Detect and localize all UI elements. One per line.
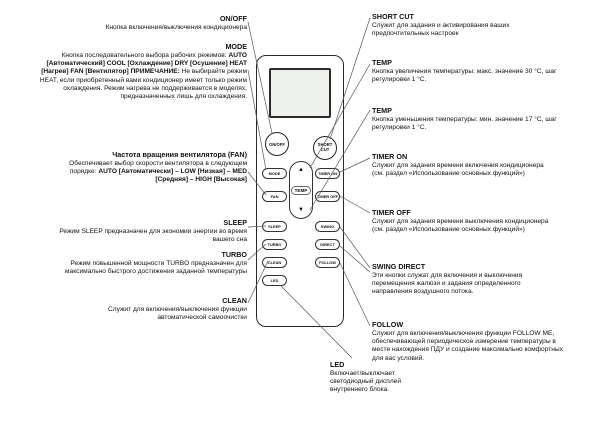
callout-swing-direct: SWING DIRECT Эти кнопки служат для включ… xyxy=(372,262,562,297)
timer-on-button-label: TIMER ON xyxy=(317,171,338,176)
callout-shortcut: SHORT CUT Служит для задания и активиров… xyxy=(372,12,564,38)
callout-body: Служит для включения/выключения функции … xyxy=(108,306,247,322)
remote-display xyxy=(269,68,331,118)
callout-temp-up: TEMP Кнопка увеличения температуры: макс… xyxy=(372,58,564,84)
callout-body: Кнопка уменьшения температуры: мин. знач… xyxy=(372,116,557,132)
mode-note-text: Не выбирайте режим HEAT, если приобретен… xyxy=(39,68,247,101)
swing-button: SWING xyxy=(315,221,340,232)
fan-button-label: FAN xyxy=(270,194,279,199)
callout-temp-down: TEMP Кнопка уменьшения температуры: мин.… xyxy=(372,106,564,132)
shortcut-button: SHORT CUT xyxy=(313,136,337,160)
sleep-button: SLEEP xyxy=(262,221,287,232)
callout-title: TIMER OFF xyxy=(372,208,411,217)
callout-title: TEMP xyxy=(372,106,392,115)
sleep-button-label: SLEEP xyxy=(268,224,281,229)
follow-button-label: FOLLOW xyxy=(319,260,336,265)
callout-title: SHORT CUT xyxy=(372,12,414,21)
callout-body: Служит для включения/выключения функции … xyxy=(372,330,563,362)
callout-body: Режим SLEEP предназначен для экономии эн… xyxy=(59,228,247,244)
callout-mode: MODE Кнопка последовательного выбора раб… xyxy=(35,42,247,101)
leader-line-timer-on xyxy=(339,157,371,173)
callout-clean: CLEAN Служит для включения/выключения фу… xyxy=(62,296,247,322)
callout-body: Служит для задания времени включения кон… xyxy=(372,162,544,178)
fan-body-intro: Обеспечивает выбор скорости вентилятора … xyxy=(69,160,247,176)
callout-body: Обеспечивает выбор скорости вентилятора … xyxy=(42,160,247,185)
callout-title: TIMER ON xyxy=(372,152,408,161)
mode-button: MODE xyxy=(262,168,287,179)
callout-title: SWING DIRECT xyxy=(372,262,426,271)
callout-title: CLEAN xyxy=(222,296,247,305)
swing-button-label: SWING xyxy=(320,224,335,229)
temp-label: TEMP xyxy=(290,185,312,195)
turbo-button-label: TURBO xyxy=(267,242,282,247)
temp-rocker: ▲ TEMP ▼ xyxy=(289,161,313,219)
fan-button: FAN xyxy=(262,191,287,202)
callout-title: FOLLOW xyxy=(372,320,404,329)
callout-onoff: ON/OFF Кнопка включения/выключения конди… xyxy=(47,14,247,32)
leader-line-swing xyxy=(339,226,371,269)
onoff-button-label: ON/OFF xyxy=(269,141,285,147)
shortcut-button-label: SHORT CUT xyxy=(317,142,333,152)
callout-timer-off: TIMER OFF Служит для задания времени вык… xyxy=(372,208,557,234)
fan-body-speeds: AUTO [Автоматически] – LOW [Низкая] – ME… xyxy=(98,168,247,184)
mode-note-label: ПРИМЕЧАНИЕ: xyxy=(130,68,180,76)
callout-body: Служит для задания времени выключения ко… xyxy=(372,218,549,234)
callout-title: TURBO xyxy=(221,250,247,259)
callout-follow: FOLLOW Служит для включения/выключения ф… xyxy=(372,320,567,363)
mode-button-label: MODE xyxy=(268,171,281,176)
led-button-label: LED xyxy=(270,278,279,283)
mode-body-intro: Кнопка последовательного выбора рабочих … xyxy=(61,52,227,59)
callout-fan: Частота вращения вентилятора (FAN) Обесп… xyxy=(42,150,247,185)
onoff-button: ON/OFF xyxy=(265,132,289,156)
callout-body: Служит для задания и активирования ваших… xyxy=(372,22,510,38)
callout-body: Режим повышенной мощности TURBO предназн… xyxy=(65,260,247,276)
callout-title: Частота вращения вентилятора (FAN) xyxy=(112,150,247,159)
callout-body: Включает/выключает светодиодный дисплей … xyxy=(330,370,402,394)
leader-line-direct xyxy=(339,245,371,273)
callout-led: LED Включает/выключает светодиодный дисп… xyxy=(330,360,402,395)
temp-down-icon: ▼ xyxy=(298,207,304,213)
callout-turbo: TURBO Режим повышенной мощности TURBO пр… xyxy=(35,250,247,276)
direct-button: DIRECT xyxy=(315,239,340,250)
mode-body-modes: AUTO [Автоматический] COOL [Охлаждение] … xyxy=(41,52,247,76)
direct-button-label: DIRECT xyxy=(320,242,335,247)
callout-title: LED xyxy=(330,360,345,369)
callout-title: MODE xyxy=(225,42,247,51)
timer-off-button-label: TIMER OFF xyxy=(317,194,338,199)
remote-control: ON/OFF SHORT CUT ▲ TEMP ▼ MODE TIMER ON … xyxy=(256,55,344,327)
leader-line-follow xyxy=(339,262,371,327)
callout-title: TEMP xyxy=(372,58,392,67)
callout-body: Эти кнопки служат для включения и выключ… xyxy=(372,272,523,296)
callout-body: Кнопка включения/выключения кондиционера xyxy=(105,24,247,31)
callout-body: Кнопка увеличения температуры: макс. зна… xyxy=(372,68,557,84)
turbo-button: TURBO xyxy=(262,239,287,250)
callout-title: ON/OFF xyxy=(219,14,247,23)
callout-title: SLEEP xyxy=(223,218,247,227)
follow-button: FOLLOW xyxy=(315,257,340,268)
timer-on-button: TIMER ON xyxy=(315,168,340,179)
callout-body: Кнопка последовательного выбора рабочих … xyxy=(35,52,247,101)
timer-off-button: TIMER OFF xyxy=(315,191,340,202)
led-button: LED xyxy=(262,275,287,286)
callout-sleep: SLEEP Режим SLEEP предназначен для эконо… xyxy=(57,218,247,244)
leader-line-timer-off xyxy=(339,195,371,214)
clean-button: CLEAN xyxy=(262,257,287,268)
callout-timer-on: TIMER ON Служит для задания времени вклю… xyxy=(372,152,557,178)
temp-up-icon: ▲ xyxy=(298,167,304,173)
clean-button-label: CLEAN xyxy=(267,260,282,265)
